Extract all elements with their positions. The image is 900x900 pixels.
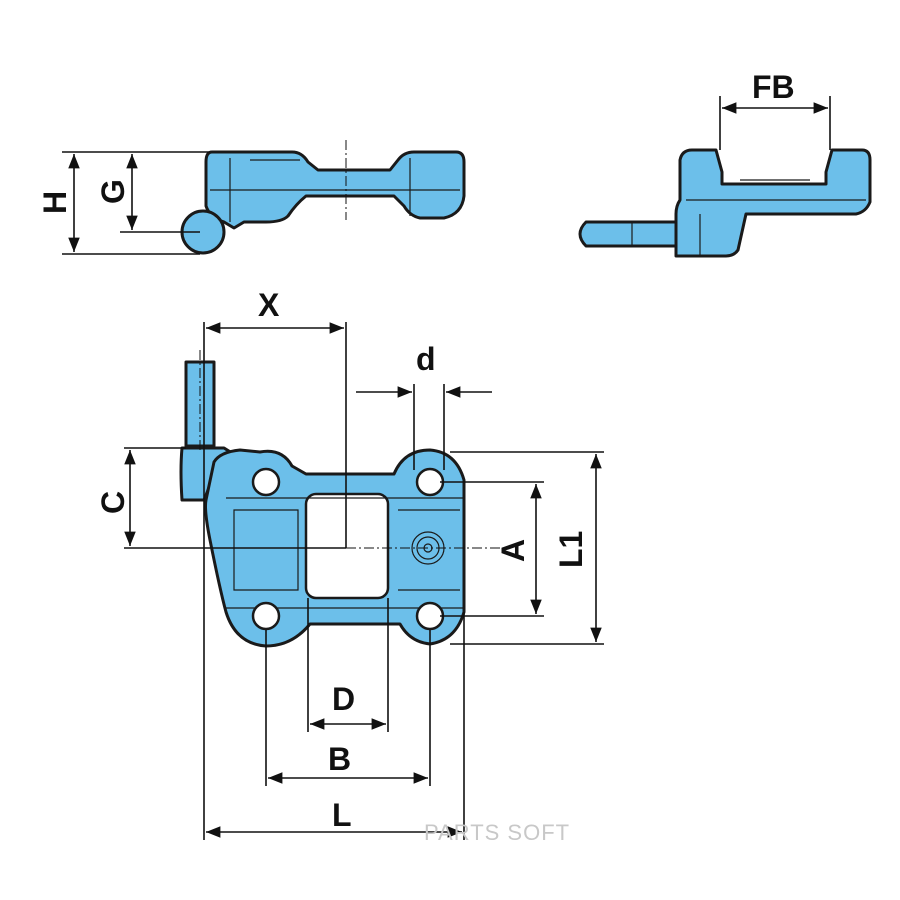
dim-label-G: G	[95, 179, 131, 204]
dim-label-H: H	[37, 191, 73, 214]
dim-label-C: C	[95, 491, 131, 514]
end-view: FB	[578, 69, 872, 258]
dim-label-L1: L1	[553, 531, 589, 568]
dim-label-D: D	[332, 681, 355, 717]
dim-label-B: B	[328, 741, 351, 777]
dim-label-X: X	[258, 287, 280, 323]
dim-label-FB: FB	[752, 69, 795, 105]
side-view: H G	[37, 140, 466, 255]
dim-label-L: L	[332, 797, 352, 833]
dim-label-d: d	[416, 341, 436, 377]
watermark: PARTS SOFT	[424, 820, 570, 845]
dim-label-A: A	[495, 539, 531, 562]
plan-view: X d C A L1 D B L	[95, 287, 604, 840]
